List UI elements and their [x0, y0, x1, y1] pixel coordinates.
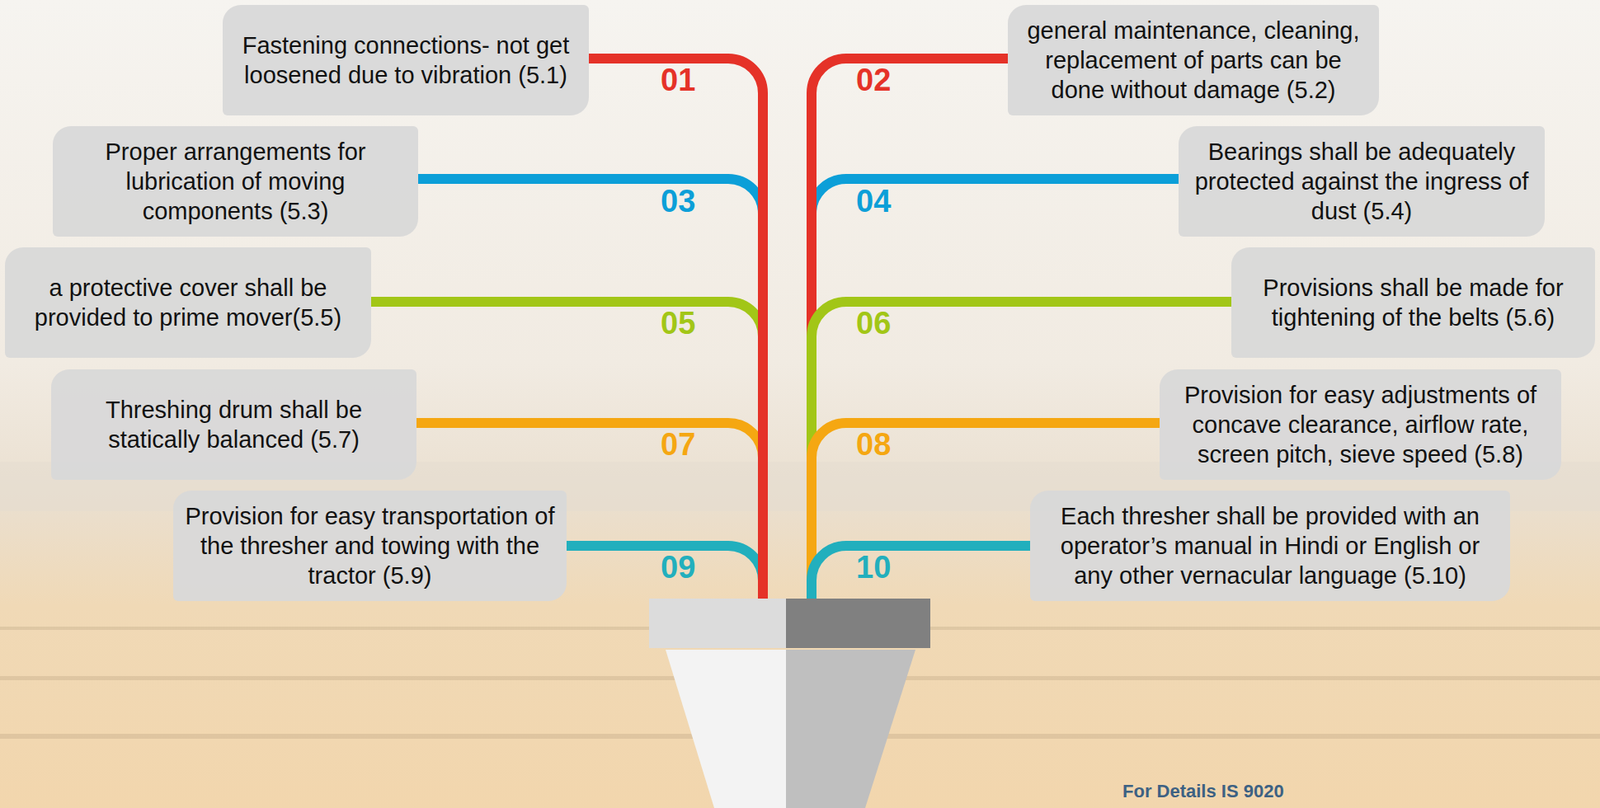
callout-text: Provision for easy transportation of the…	[181, 501, 559, 591]
callout-text: Provisions shall be made for tightening …	[1239, 272, 1587, 333]
callout-text: general maintenance, cleaning, replaceme…	[1016, 15, 1371, 105]
leader-line	[811, 58, 1008, 601]
callout-box: Threshing drum shall be statically balan…	[51, 369, 417, 480]
callout-text: Fastening connections- not get loosened …	[230, 30, 581, 90]
callout-box: a protective cover shall be provided to …	[4, 247, 372, 358]
callout-text: Provision for easy adjustments of concav…	[1167, 380, 1553, 470]
callout-text: Bearings shall be adequately protected a…	[1186, 136, 1537, 226]
callout-box: Provision for easy transportation of the…	[173, 490, 567, 602]
leader-line	[811, 545, 1031, 601]
base-block	[785, 598, 931, 649]
leader-line	[566, 545, 763, 601]
leader-line	[588, 58, 763, 601]
base-block	[649, 598, 786, 649]
callout-number: 07	[660, 428, 696, 462]
callout-number: 01	[660, 64, 696, 98]
callout-number: 06	[856, 307, 891, 341]
callout-number: 04	[856, 185, 891, 219]
callout-box: Fastening connections- not get loosened …	[222, 4, 589, 116]
callout-box: Provisions shall be made for tightening …	[1231, 247, 1596, 358]
callout-number: 02	[856, 64, 891, 98]
reference-note: For Details IS 9020	[1122, 781, 1285, 801]
callout-number: 03	[660, 185, 696, 219]
base-funnel	[785, 649, 916, 808]
funnel-base	[649, 598, 931, 808]
callout-text: Proper arrangements for lubrication of m…	[61, 136, 410, 226]
callout-number: 09	[660, 551, 696, 585]
callout-text: Threshing drum shall be statically balan…	[59, 395, 409, 455]
callout-text: a protective cover shall be provided to …	[13, 272, 363, 333]
callout-box: general maintenance, cleaning, replaceme…	[1007, 4, 1379, 116]
callout-box: Each thresher shall be provided with an …	[1030, 490, 1511, 602]
base-funnel	[665, 649, 786, 808]
callout-box: Bearings shall be adequately protected a…	[1178, 126, 1545, 237]
callout-number: 05	[660, 307, 696, 341]
callout-number: 08	[856, 428, 891, 462]
callout-box: Proper arrangements for lubrication of m…	[52, 126, 419, 237]
callout-text: Each thresher shall be provided with an …	[1038, 501, 1502, 591]
callout-box: Provision for easy adjustments of concav…	[1159, 369, 1562, 480]
callout-number: 10	[856, 551, 891, 585]
